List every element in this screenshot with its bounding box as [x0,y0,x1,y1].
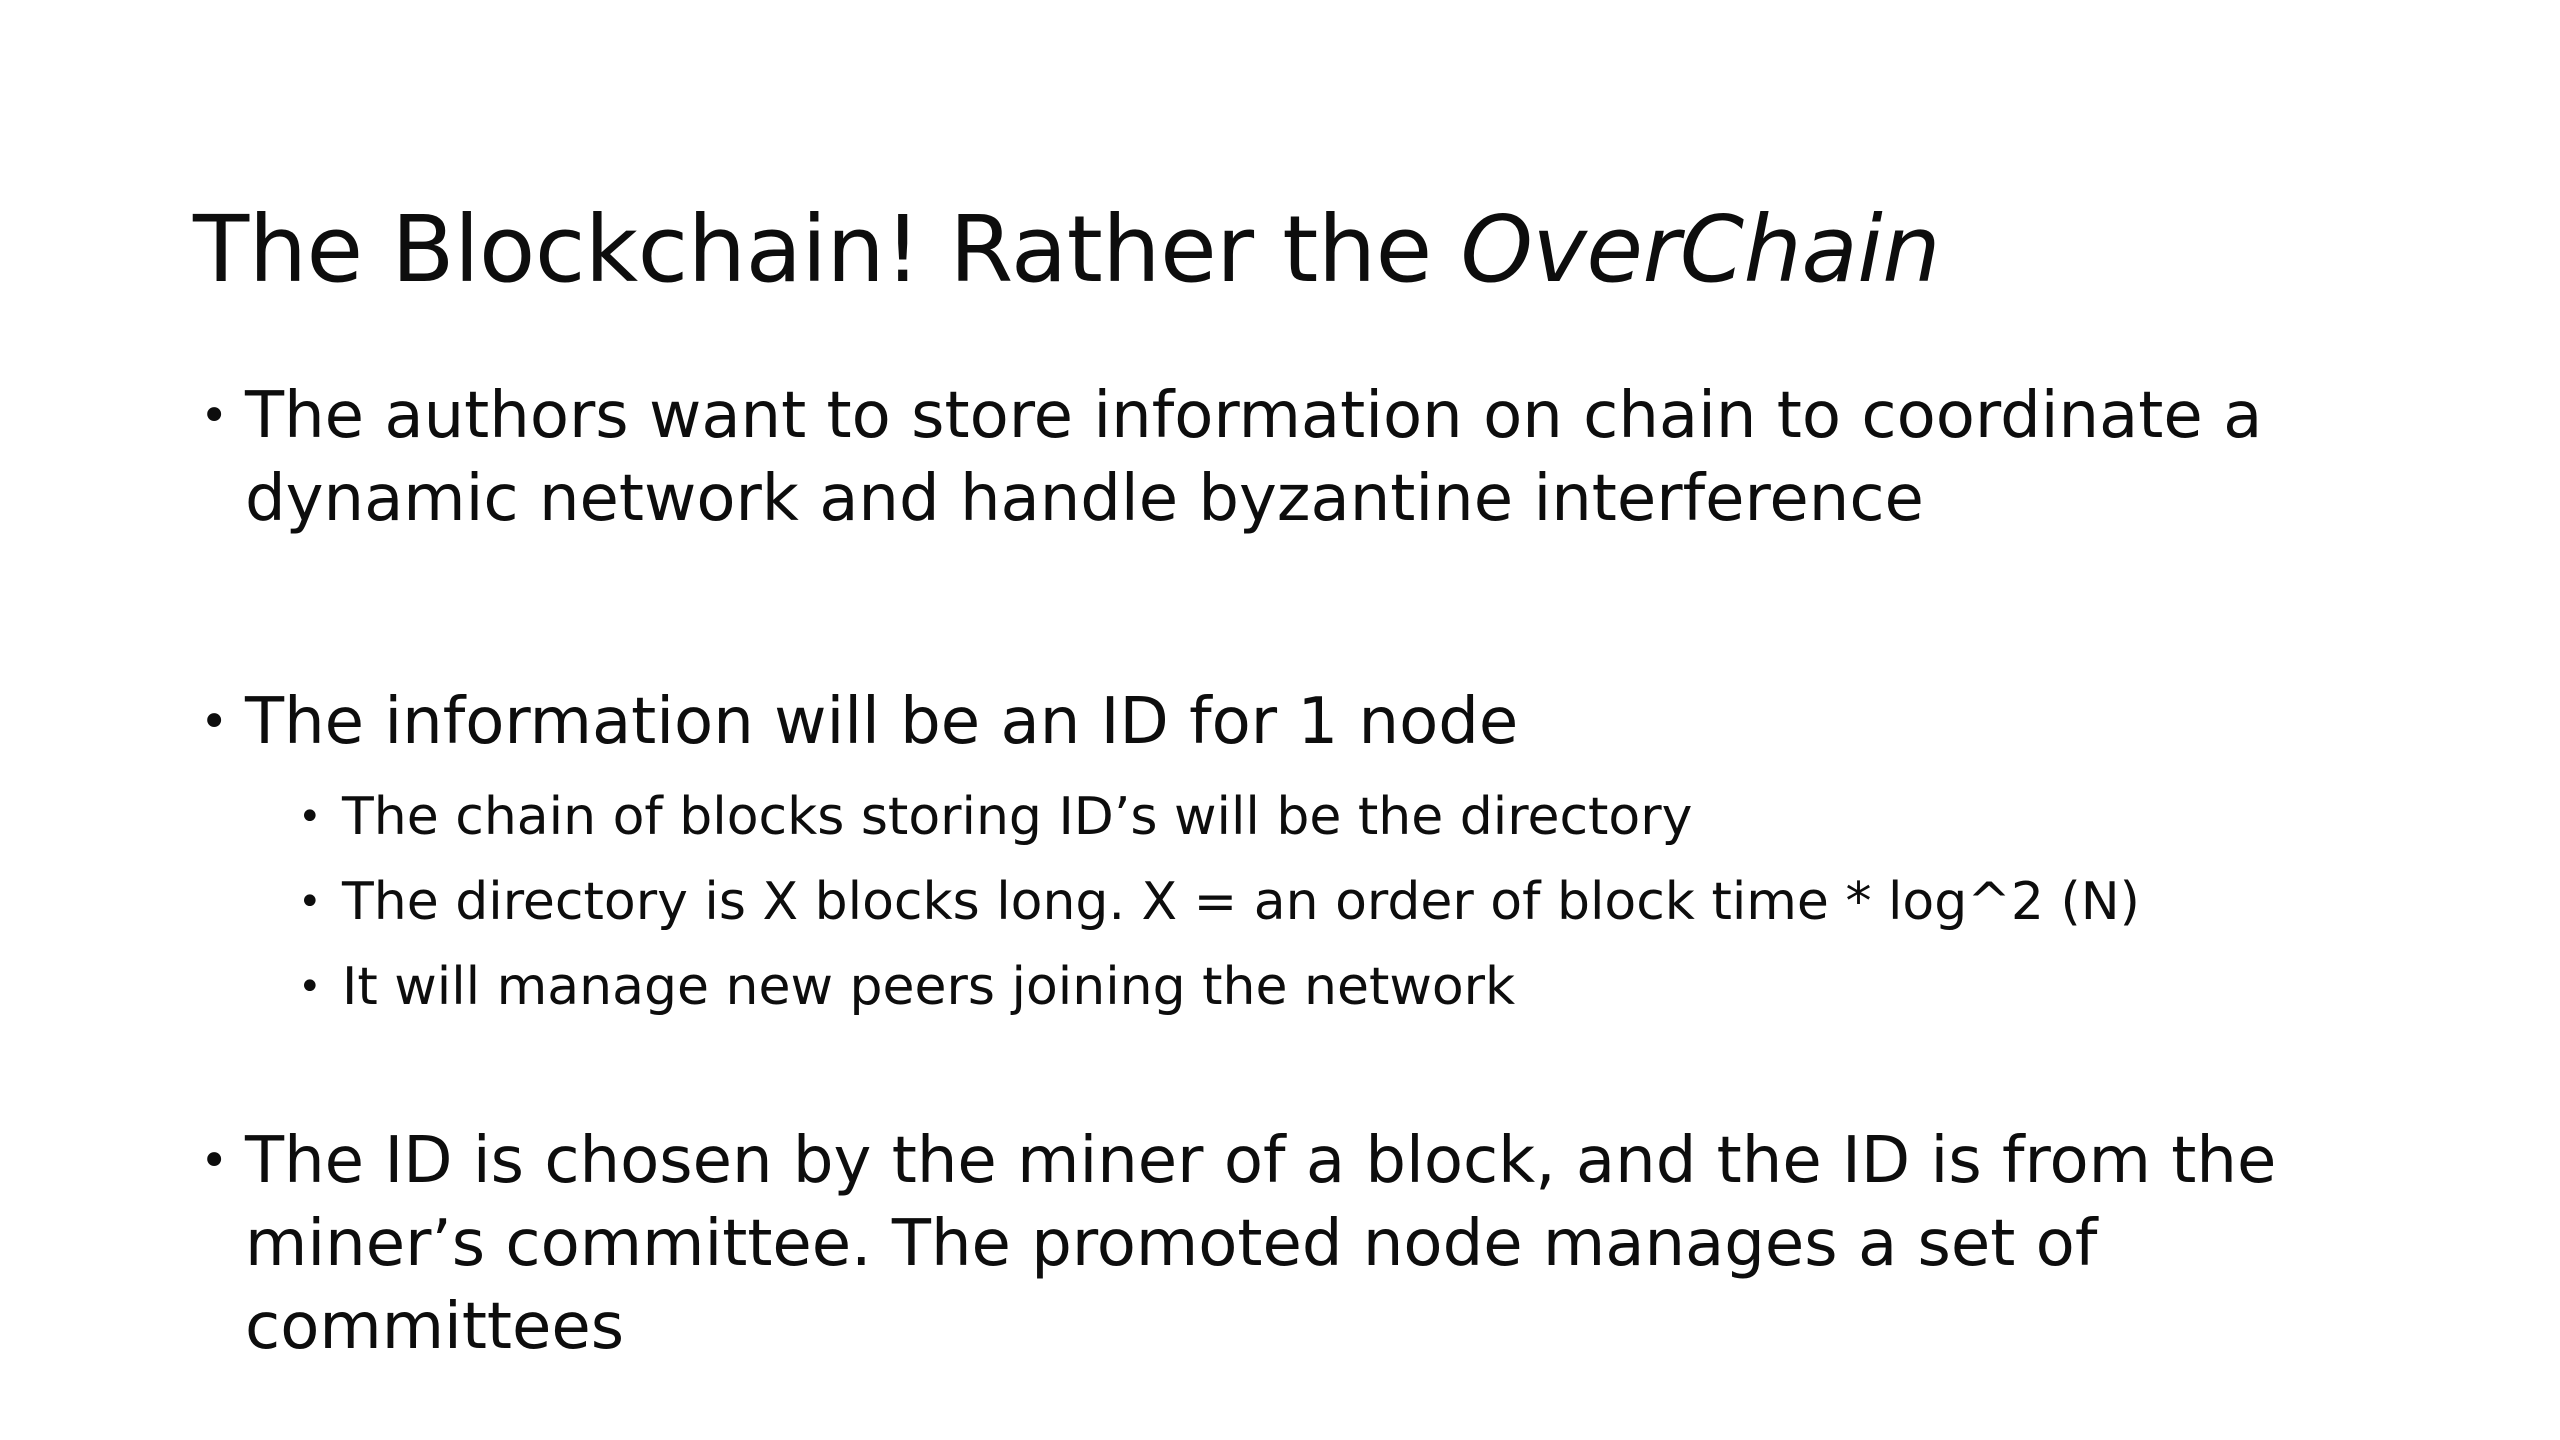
slide-title-main: The Blockchain! Rather the [193,195,1461,303]
bullet-item: • The information will be an ID for 1 no… [196,681,2396,764]
bullet-dot-icon: • [200,694,229,750]
bullet-list-level1: • The ID is chosen by the miner of a blo… [196,1120,2396,1369]
bullet-block-2: • The information will be an ID for 1 no… [196,681,2396,764]
bullet-list-level1: • The authors want to store information … [196,375,2396,541]
bullet-block-1: • The authors want to store information … [196,375,2396,541]
sub-bullet-text: The directory is X blocks long. X = an o… [342,872,2140,932]
sub-bullet-text: The chain of blocks storing ID’s will be… [342,787,1693,847]
bullet-block-2-sublist: • The chain of blocks storing ID’s will … [296,775,2396,1030]
bullet-text: The information will be an ID for 1 node [245,685,1519,759]
bullet-dot-icon: • [298,794,322,840]
bullet-block-3: • The ID is chosen by the miner of a blo… [196,1120,2396,1369]
sub-bullet-item: • The directory is X blocks long. X = an… [296,860,2396,945]
bullet-dot-icon: • [298,879,322,925]
slide-title: The Blockchain! Rather the OverChain [193,198,2393,301]
bullet-item: • The ID is chosen by the miner of a blo… [196,1120,2396,1369]
sub-bullet-text: It will manage new peers joining the net… [342,957,1516,1017]
bullet-dot-icon: • [200,1133,229,1189]
bullet-text: The authors want to store information on… [245,379,2263,536]
slide-title-emphasis: OverChain [1460,195,1941,303]
bullet-dot-icon: • [298,964,322,1010]
bullet-item: • The authors want to store information … [196,375,2396,541]
sub-bullet-item: • It will manage new peers joining the n… [296,945,2396,1030]
bullet-list-level1: • The information will be an ID for 1 no… [196,681,2396,764]
bullet-list-level2: • The chain of blocks storing ID’s will … [296,775,2396,1030]
bullet-text: The ID is chosen by the miner of a block… [245,1124,2277,1364]
bullet-dot-icon: • [200,388,229,444]
sub-bullet-item: • The chain of blocks storing ID’s will … [296,775,2396,860]
